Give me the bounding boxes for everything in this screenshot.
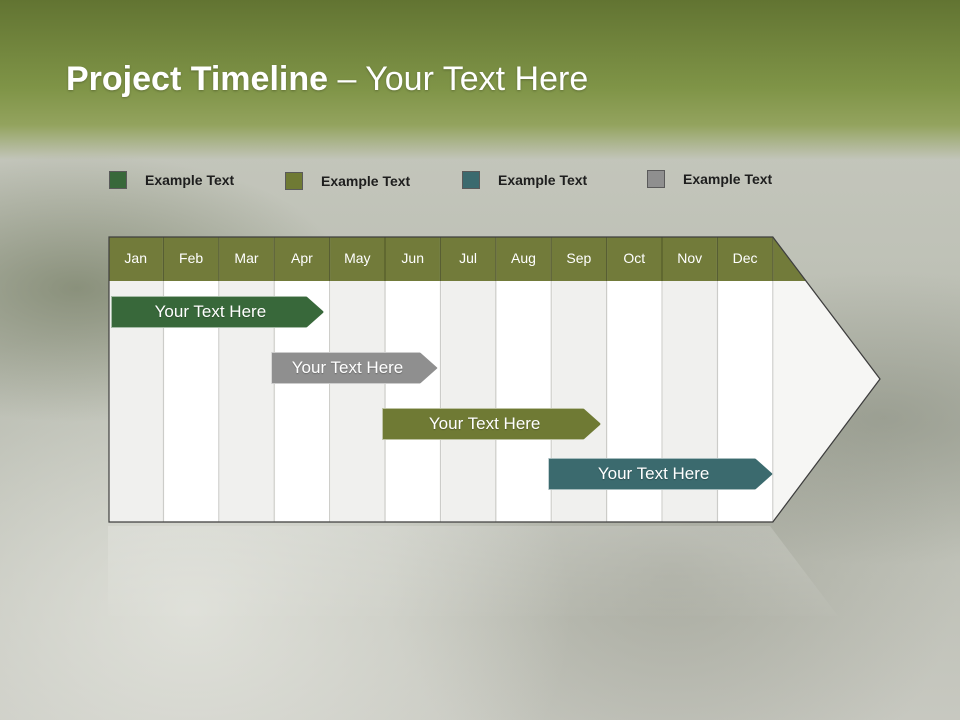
task-bar-4[interactable]: Your Text Here [548, 458, 772, 490]
month-column-5 [330, 281, 385, 521]
legend-label-1: Example Text [145, 172, 235, 188]
month-label-may: May [344, 250, 371, 266]
month-column-8 [496, 281, 552, 521]
page-title: Project Timeline – Your Text Here [66, 60, 588, 99]
month-label-dec: Dec [732, 250, 758, 266]
month-label-jul: Jul [459, 250, 478, 266]
timeline-outline [108, 236, 881, 523]
legend-swatch-2 [285, 172, 303, 190]
header-band [0, 0, 960, 160]
legend-item-1: Example Text [109, 171, 234, 189]
month-column-6 [386, 281, 441, 521]
legend-item-4: Example Text [647, 170, 772, 188]
timeline: Jan Feb Mar Apr May Jun Jul Aug Sep Oct Nov Dec You… [108, 236, 883, 526]
month-header-band [109, 237, 806, 281]
legend-item-3: Example Text [462, 171, 587, 189]
task-bar-1[interactable]: Your Text Here [111, 296, 324, 328]
month-column-7 [441, 281, 496, 521]
month-label-jun: Jun [401, 250, 424, 266]
legend-swatch-3 [462, 171, 480, 189]
task-bar-3[interactable]: Your Text Here [382, 408, 601, 440]
month-label-aug: Aug [511, 250, 536, 266]
legend-label-4: Example Text [683, 171, 773, 187]
legend-swatch-4 [647, 170, 665, 188]
month-label-nov: Nov [677, 250, 703, 266]
month-label-feb: Feb [179, 250, 204, 266]
month-label-apr: Apr [290, 250, 313, 266]
title-bold: Project Timeline [66, 60, 329, 98]
month-label-oct: Oct [623, 250, 646, 266]
month-label-sep: Sep [566, 250, 592, 266]
legend-swatch-1 [109, 171, 127, 189]
task-bar-2[interactable]: Your Text Here [271, 352, 437, 384]
legend-label-3: Example Text [498, 172, 588, 188]
legend-item-2: Example Text [285, 172, 410, 190]
month-label-jan: Jan [124, 250, 147, 266]
legend-label-2: Example Text [321, 173, 411, 189]
month-label-mar: Mar [234, 250, 259, 266]
title-rest: – Your Text Here [328, 60, 589, 98]
timeline-reflection [108, 526, 838, 616]
